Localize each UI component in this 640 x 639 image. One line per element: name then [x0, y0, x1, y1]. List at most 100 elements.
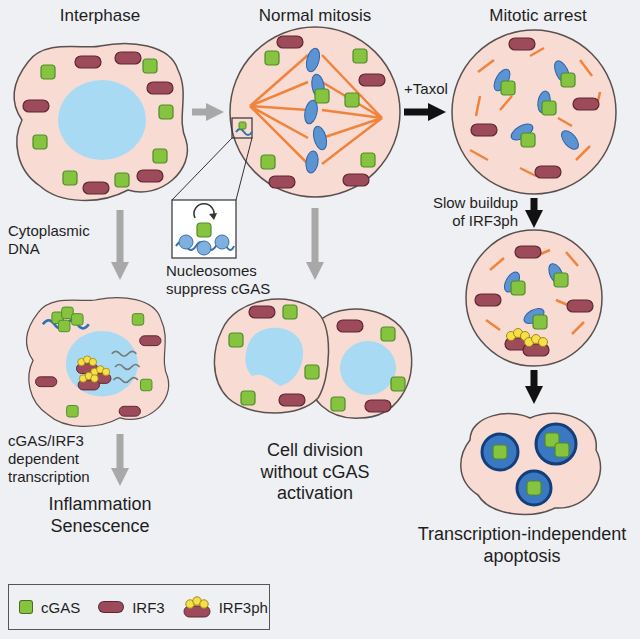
- arrested-cell: [452, 30, 616, 194]
- cell-stage: Mitotic arrest: [448, 4, 628, 198]
- daughter-cells: [214, 299, 328, 413]
- outcome-label: Inflammation Senescence: [25, 494, 175, 537]
- legend-text: IRF3: [132, 599, 165, 616]
- flow-arrow: [117, 210, 124, 262]
- arrested-cell-irf3ph: [515, 246, 541, 258]
- legend-text: IRF3ph: [219, 599, 268, 616]
- flow-arrow: [404, 109, 428, 116]
- zoom-inset: [197, 241, 211, 255]
- arrested-cell-irf3ph: [466, 230, 602, 366]
- mitotic-cell: [343, 174, 369, 186]
- mitotic-cell: [269, 176, 295, 188]
- flow-arrow: [117, 434, 124, 468]
- mitotic-cell: [261, 155, 275, 169]
- interphase-cell: [14, 44, 187, 201]
- step-label: cGAS/IRF3 dependent transcription: [8, 432, 114, 486]
- activated-cell: [132, 314, 143, 325]
- flow-arrow: [315, 420, 316, 422]
- mitotic-cell: [353, 49, 367, 63]
- apoptotic-cell: [482, 434, 518, 470]
- activated-cell: [119, 406, 140, 416]
- legend-symbol: [200, 600, 208, 608]
- daughter-cells: [283, 305, 297, 319]
- flow-arrow: [312, 208, 319, 262]
- inset-caption: Nucleosomes suppress cGAS: [166, 262, 302, 298]
- interphase-cell: [14, 44, 187, 201]
- mitotic-cell: [311, 125, 329, 151]
- arrested-cell-irf3ph: [523, 335, 549, 357]
- zoom-inset: [172, 138, 252, 258]
- mitotic-cell: [265, 51, 279, 65]
- interphase-cell: [41, 65, 55, 79]
- activated-cell: [67, 406, 78, 417]
- activated-cell: [27, 298, 169, 427]
- legend-swatch: [19, 600, 33, 614]
- mitotic-cell: [232, 118, 252, 138]
- legend-item: cGAS: [19, 599, 80, 616]
- arrested-cell-irf3ph: [533, 315, 547, 329]
- arrested-cell-irf3ph: [475, 294, 501, 306]
- legend-text: cGAS: [41, 599, 80, 616]
- activated-cell: [78, 372, 99, 390]
- mitotic-cell: [250, 55, 308, 164]
- mitotic-cell: [315, 89, 329, 103]
- cell-stage: Interphase: [8, 4, 192, 204]
- zoom-inset: [179, 235, 193, 249]
- daughter-cells: [331, 397, 345, 411]
- legend-symbol: [183, 596, 211, 618]
- activated-cell: [140, 379, 151, 390]
- mitotic-cell: [322, 55, 382, 164]
- flow-arrow: [192, 109, 206, 116]
- activated-cell: [72, 314, 83, 325]
- interphase-cell: [153, 149, 167, 163]
- activated-cell: [66, 331, 138, 397]
- flow-arrow: [120, 198, 534, 468]
- edge-label: +Taxol: [401, 80, 451, 98]
- apoptotic-cell: [461, 413, 601, 514]
- mitotic-cell: [277, 36, 303, 48]
- daughter-cells: [249, 306, 275, 318]
- outcome-label: Transcription-independent apoptosis: [412, 524, 632, 567]
- apoptotic-cell: [493, 445, 507, 459]
- activated-cell: [112, 351, 137, 356]
- mitotic-cell: [230, 27, 400, 197]
- arrested-cell: [573, 98, 599, 110]
- activated-cell: [140, 336, 161, 346]
- legend-swatch: [98, 601, 124, 613]
- arrested-cell: [501, 81, 515, 95]
- arrested-cell: [535, 166, 561, 178]
- apoptotic-cell: [517, 471, 551, 505]
- zoom-inset: [209, 213, 217, 220]
- daughter-cells: [340, 341, 396, 395]
- mitotic-cell: [304, 47, 322, 73]
- arrested-cell-irf3ph: [486, 250, 584, 334]
- daughter-cells: [391, 377, 405, 391]
- daughter-cells: [305, 365, 319, 379]
- cell-stage: Normal mitosis: [226, 4, 404, 204]
- legend-item: IRF3: [98, 599, 165, 616]
- activated-cell: [27, 298, 169, 427]
- arrested-cell: [491, 59, 582, 153]
- zoom-inset: [172, 200, 236, 258]
- arrested-cell-irf3ph: [511, 281, 525, 295]
- mitotic-cell: [230, 27, 400, 197]
- mitotic-cell: [359, 74, 385, 86]
- daughter-cells: [241, 391, 255, 405]
- arrested-cell: [470, 48, 600, 176]
- outcome-label: Cell division without cGAS activation: [240, 440, 390, 505]
- apoptotic-cell: [461, 413, 601, 514]
- arrested-cell: [509, 38, 535, 50]
- arrested-cell-irf3ph: [567, 300, 593, 312]
- arrested-cell: [521, 133, 535, 147]
- zoom-inset: [172, 138, 232, 200]
- legend-item: IRF3ph: [183, 596, 268, 618]
- daughter-cells: [365, 400, 391, 412]
- activated-cell: [58, 320, 69, 331]
- arrested-cell: [471, 124, 497, 136]
- daughter-cells: [229, 333, 243, 347]
- activated-cell: [113, 378, 138, 383]
- flow-arrow: [531, 370, 538, 386]
- mitotic-cell: [250, 55, 382, 164]
- interphase-cell: [83, 182, 109, 194]
